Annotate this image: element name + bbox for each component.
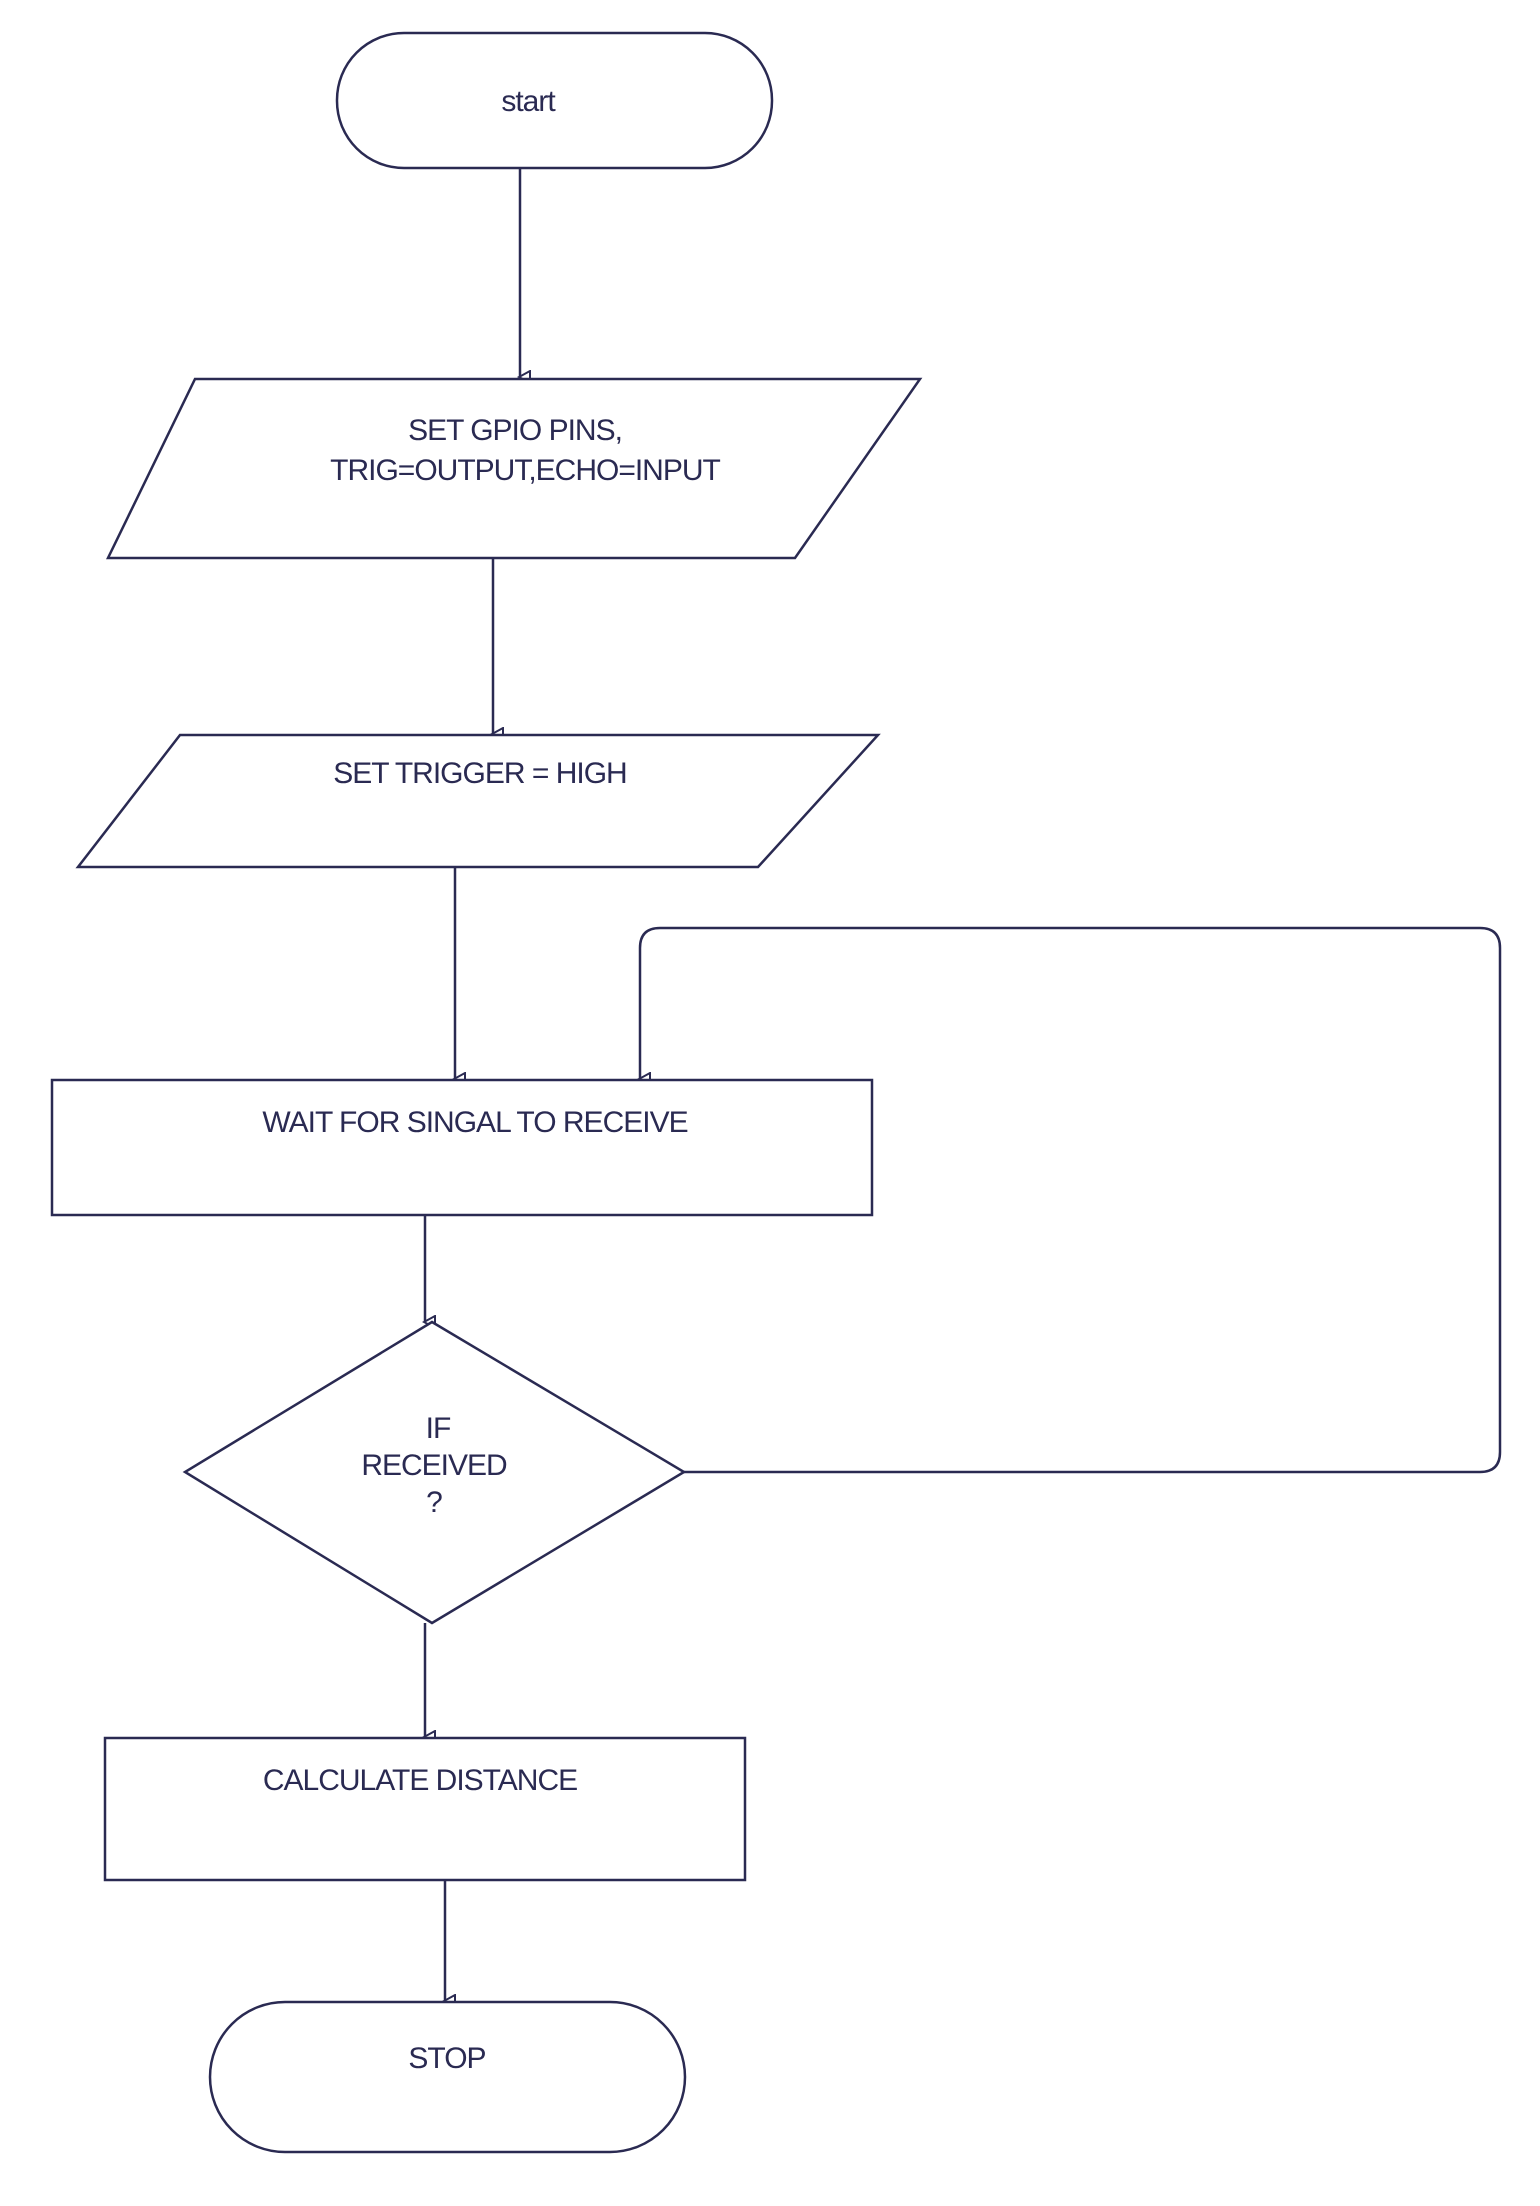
set-gpio-line1: SET GPIO PINS, <box>408 414 622 447</box>
decision-line2: RECEIVED <box>361 1449 507 1482</box>
wait-signal-label: WAIT FOR SINGAL TO RECEIVE <box>262 1106 687 1139</box>
stop-terminator: STOP <box>208 2000 687 2154</box>
decision-line1: IF <box>426 1412 451 1445</box>
if-received-decision: IF RECEIVED ? <box>182 1320 687 1625</box>
stop-label: STOP <box>408 2042 485 2075</box>
connectors <box>425 168 1502 2001</box>
start-label: start <box>501 85 556 118</box>
wait-signal-process-box: WAIT FOR SINGAL TO RECEIVE <box>50 1078 874 1217</box>
set-trigger-label: SET TRIGGER = HIGH <box>333 757 626 790</box>
start-terminator: start <box>335 31 774 170</box>
calculate-distance-label: CALCULATE DISTANCE <box>263 1764 577 1797</box>
set-gpio-io-box: SET GPIO PINS, TRIG=OUTPUT,ECHO=INPUT <box>106 377 923 560</box>
calculate-distance-process-box: CALCULATE DISTANCE <box>103 1736 747 1882</box>
decision-line3: ? <box>426 1486 442 1519</box>
set-gpio-line2: TRIG=OUTPUT,ECHO=INPUT <box>330 454 720 487</box>
connector-decision-loop-back <box>640 926 1502 1474</box>
set-trigger-io-box: SET TRIGGER = HIGH <box>75 733 881 869</box>
